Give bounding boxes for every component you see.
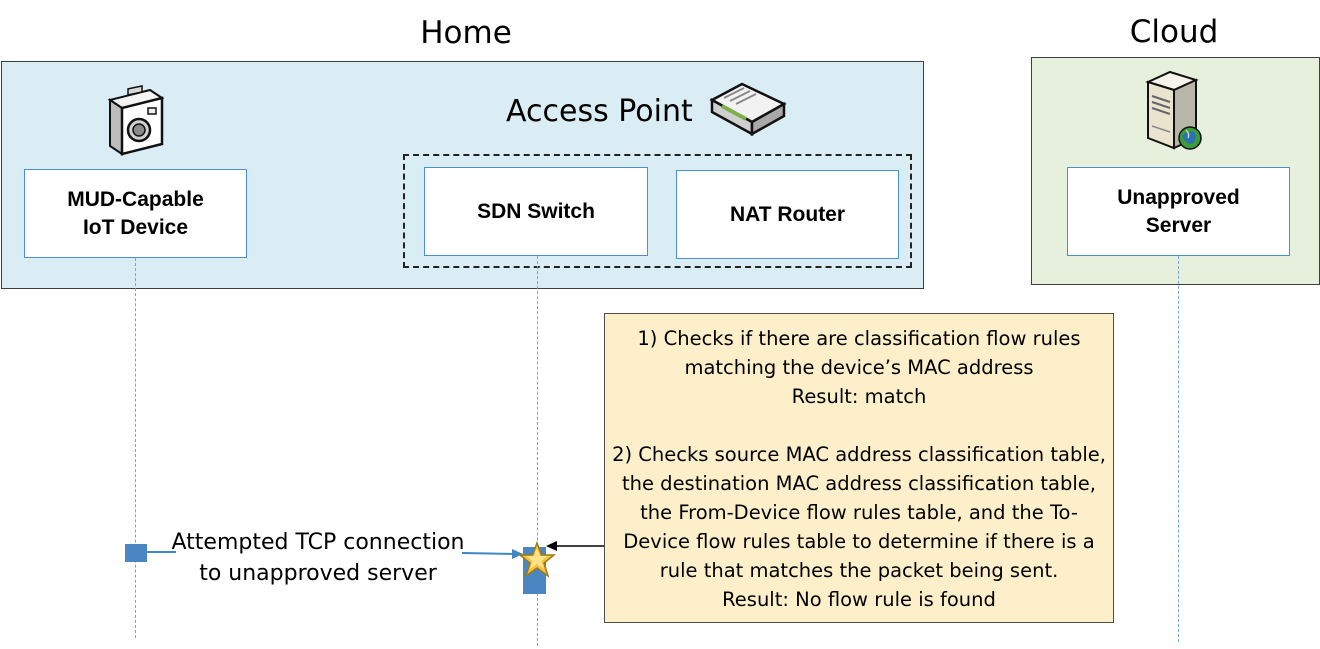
iot-device-activation: [125, 544, 147, 562]
access-point-title: Access Point: [506, 94, 693, 129]
home-region-title: Home: [420, 15, 512, 51]
tcp-connection-label: Attempted TCP connection to unapproved s…: [171, 530, 465, 586]
sdn-switch-box: SDN Switch: [424, 167, 648, 256]
unapproved-server-box: Unapproved Server: [1067, 167, 1290, 256]
star-icon: [517, 540, 557, 578]
access-point-boundary: [403, 154, 912, 268]
camera-icon: [107, 85, 165, 156]
switch-process-note: 1) Checks if there are classification fl…: [604, 313, 1114, 623]
iot-device-box: MUD-Capable IoT Device: [24, 169, 247, 258]
iot-device-lifeline: [135, 258, 136, 638]
server-icon: [1145, 70, 1202, 150]
unapproved-server-lifeline: [1178, 256, 1179, 642]
sdn-switch-lifeline: [537, 256, 538, 646]
nat-router-box: NAT Router: [676, 170, 899, 259]
cloud-region-title: Cloud: [1129, 14, 1219, 50]
router-icon: [709, 82, 787, 137]
